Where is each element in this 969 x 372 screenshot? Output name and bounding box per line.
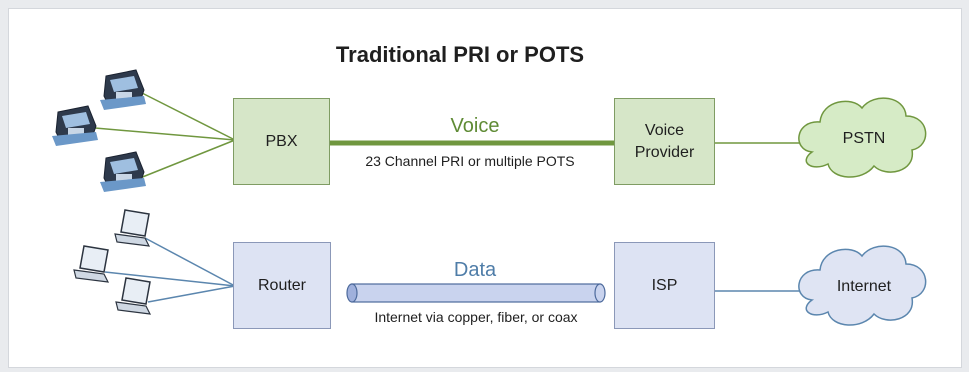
voice-link-sublabel: 23 Channel PRI or multiple POTS (365, 153, 575, 169)
laptop-line-1 (144, 237, 236, 287)
voice-provider-label-line1: Voice (644, 121, 685, 139)
voice-link-label: Voice (450, 115, 500, 137)
phone-line-1 (139, 91, 236, 141)
pstn-cloud-icon (798, 97, 927, 178)
laptop-icon (115, 277, 152, 315)
laptop-connections (104, 237, 236, 303)
laptop-line-2 (104, 271, 236, 287)
pbx-label: PBX (265, 132, 298, 150)
pstn-label: PSTN (842, 130, 886, 147)
telephone-icon (52, 105, 98, 146)
data-link-sublabel: Internet via copper, fiber, or coax (374, 309, 578, 325)
phone-line-3 (139, 139, 236, 179)
laptop-icon (73, 245, 110, 283)
data-link-label: Data (453, 259, 497, 281)
laptop-icon (114, 209, 151, 247)
diagram-frame (8, 8, 962, 368)
pbx-box: PBX (233, 98, 330, 185)
phone-line-2 (94, 127, 236, 141)
telephone-icon (100, 69, 146, 110)
diagram-title: Traditional PRI or POTS (335, 42, 585, 67)
internet-cloud-icon (798, 245, 927, 326)
isp-label: ISP (651, 276, 678, 294)
isp-box: ISP (614, 242, 715, 329)
laptop-line-3 (147, 285, 236, 303)
internet-label: Internet (836, 278, 892, 295)
voice-provider-box: Voice Provider (614, 98, 715, 185)
voice-provider-label-line2: Provider (634, 143, 695, 161)
phone-connections (94, 91, 236, 179)
pipe-icon (346, 283, 606, 303)
router-label: Router (257, 276, 307, 294)
telephone-icon (100, 151, 146, 192)
router-box: Router (233, 242, 331, 329)
